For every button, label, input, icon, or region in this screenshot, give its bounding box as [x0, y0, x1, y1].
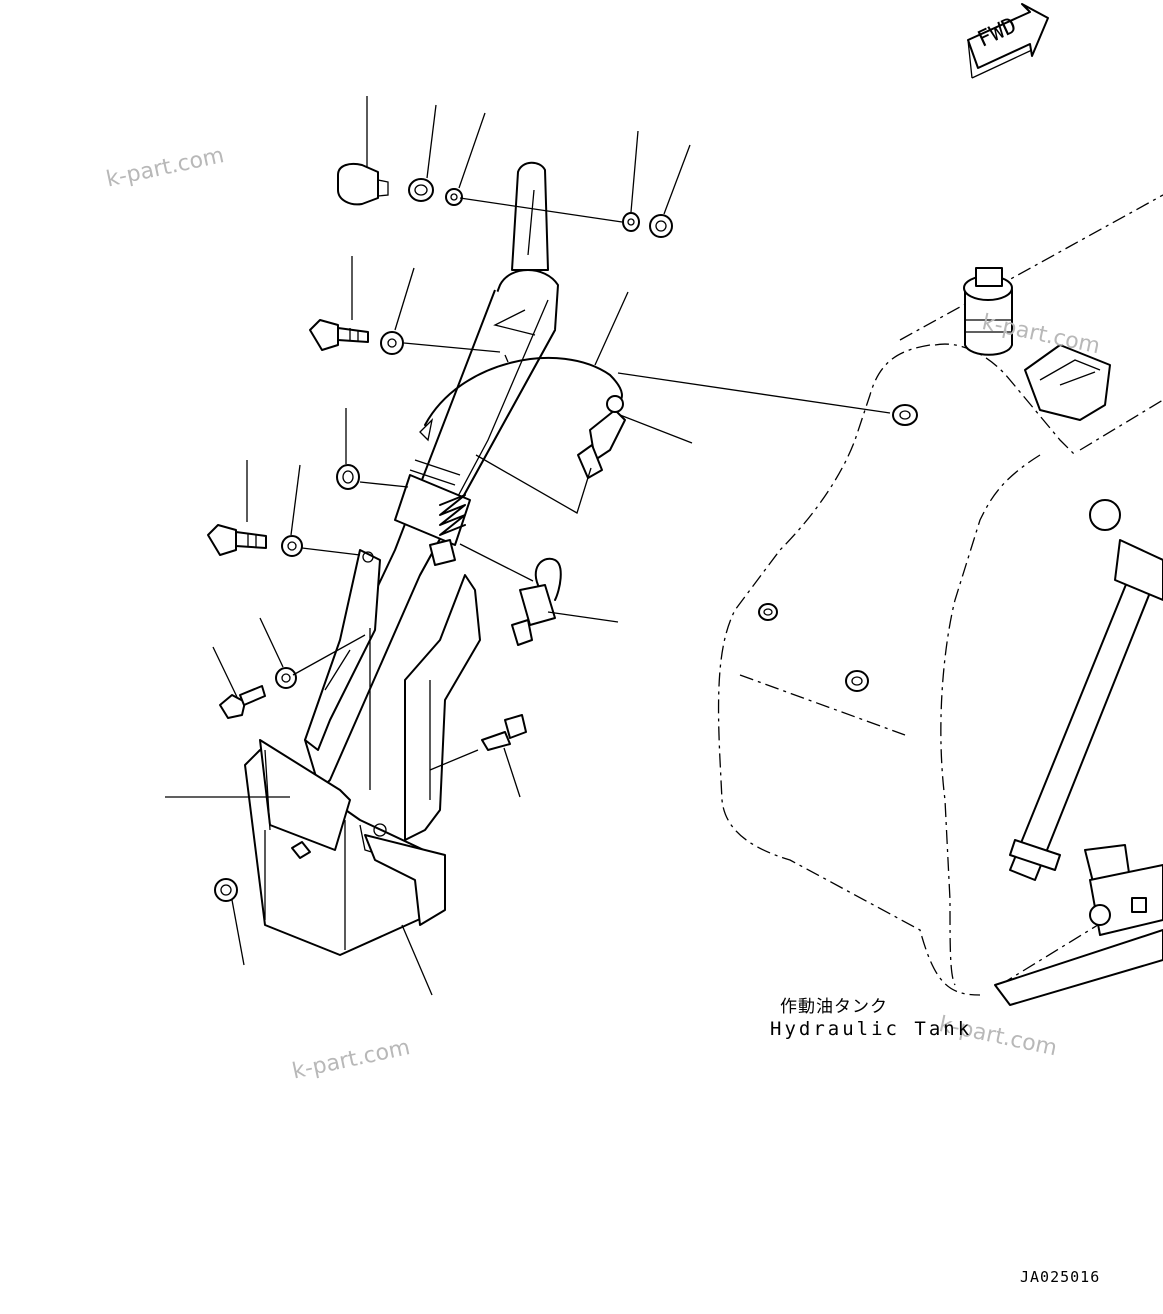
bolt-lower-right: [481, 714, 527, 751]
washer-middle: [281, 535, 303, 557]
nut-bottom: [214, 878, 238, 902]
drawing-code: JA025016: [1020, 1268, 1101, 1286]
fwd-arrow-icon: [967, 3, 1049, 79]
tank-label-english: Hydraulic Tank: [770, 1018, 973, 1040]
lever-arm: [304, 161, 559, 841]
grommet: [336, 464, 360, 490]
washer-right: [622, 212, 640, 232]
leader-lines: [165, 96, 891, 996]
floor-plate: [244, 628, 446, 956]
bolt-lower-left: [219, 685, 266, 719]
nut-lower: [275, 667, 297, 689]
washer-top: [445, 188, 463, 206]
knob: [337, 162, 389, 206]
nut-top: [408, 178, 434, 202]
bolt-upper: [309, 319, 369, 351]
lock-pin-cable: [419, 354, 626, 479]
hydraulic-tank: [717, 194, 1163, 1006]
spring: [429, 494, 466, 566]
tank-label-japanese: 作動油タンク: [780, 997, 888, 1017]
padlock: [511, 557, 562, 646]
washer-upper: [380, 331, 404, 355]
nut-right: [649, 214, 673, 238]
bolt-middle: [207, 524, 267, 556]
